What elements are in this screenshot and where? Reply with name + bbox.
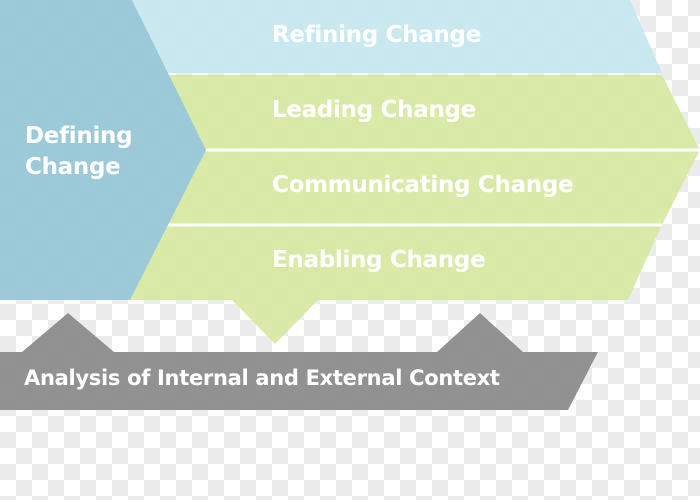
communicating-change-label: Communicating Change xyxy=(272,172,574,198)
defining-change-label: Defining Change xyxy=(25,123,133,180)
refining-change-label: Refining Change xyxy=(272,22,482,48)
analysis-bar xyxy=(0,313,598,410)
enabling-change-label: Enabling Change xyxy=(272,247,486,273)
refining-band xyxy=(132,0,662,73)
defining-chevron xyxy=(0,0,206,300)
analysis-context-label: Analysis of Internal and External Contex… xyxy=(24,366,500,390)
leading-change-label: Leading Change xyxy=(272,97,476,123)
green-chevron xyxy=(130,75,700,344)
